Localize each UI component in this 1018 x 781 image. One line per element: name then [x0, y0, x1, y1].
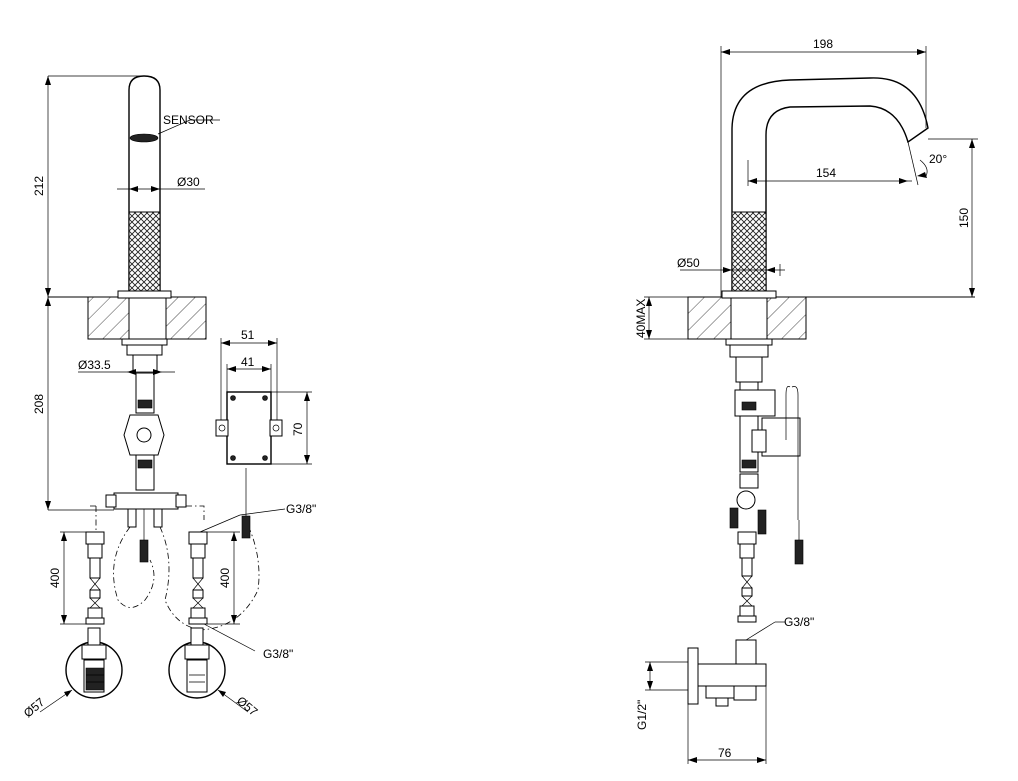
knurled-grip-side: [731, 211, 767, 298]
label-76: 76: [718, 746, 732, 760]
side-view-dimensions: [644, 46, 978, 764]
label-g38-side: G3/8": [784, 615, 814, 629]
sensor-window: [129, 133, 159, 143]
front-view-dimensions: [39, 75, 312, 713]
label-g12: G1/2": [635, 700, 649, 730]
label-154: 154: [816, 166, 836, 180]
label-400-left: 400: [48, 568, 62, 588]
label-212: 212: [32, 176, 46, 196]
label-70: 70: [291, 422, 305, 436]
label-198: 198: [813, 37, 833, 51]
front-view: [48, 75, 283, 699]
label-d50: Ø50: [677, 256, 700, 270]
flex-hose-right: [188, 531, 208, 625]
label-208: 208: [32, 394, 46, 414]
angle-valve-left: [65, 627, 123, 699]
label-150: 150: [957, 208, 971, 228]
label-d30: Ø30: [177, 175, 200, 189]
label-400-right: 400: [218, 568, 232, 588]
control-box: [215, 391, 283, 465]
flex-hose-left: [85, 531, 105, 625]
side-view: [687, 77, 975, 707]
label-40max: 40MAX: [634, 299, 648, 338]
label-d57-left: Ø57: [21, 695, 48, 721]
label-d57-right: Ø57: [234, 694, 261, 720]
spout-body-front: [128, 75, 161, 298]
label-41: 41: [241, 355, 255, 369]
angle-valve-right: [168, 627, 226, 699]
label-sensor: SENSOR: [163, 113, 214, 127]
knurled-grip-front: [128, 211, 161, 298]
angle-valve-side: [687, 639, 767, 707]
spout-body-side: [731, 77, 929, 298]
label-g38-bottom: G3/8": [263, 647, 293, 661]
label-20deg: 20°: [929, 152, 947, 166]
label-d33-5: Ø33.5: [78, 358, 111, 372]
label-51: 51: [241, 328, 255, 342]
label-g38-top: G3/8": [286, 502, 316, 516]
dimension-labels: SENSOR Ø30 Ø33.5 212 208 400 400 51 41 7…: [21, 37, 971, 760]
